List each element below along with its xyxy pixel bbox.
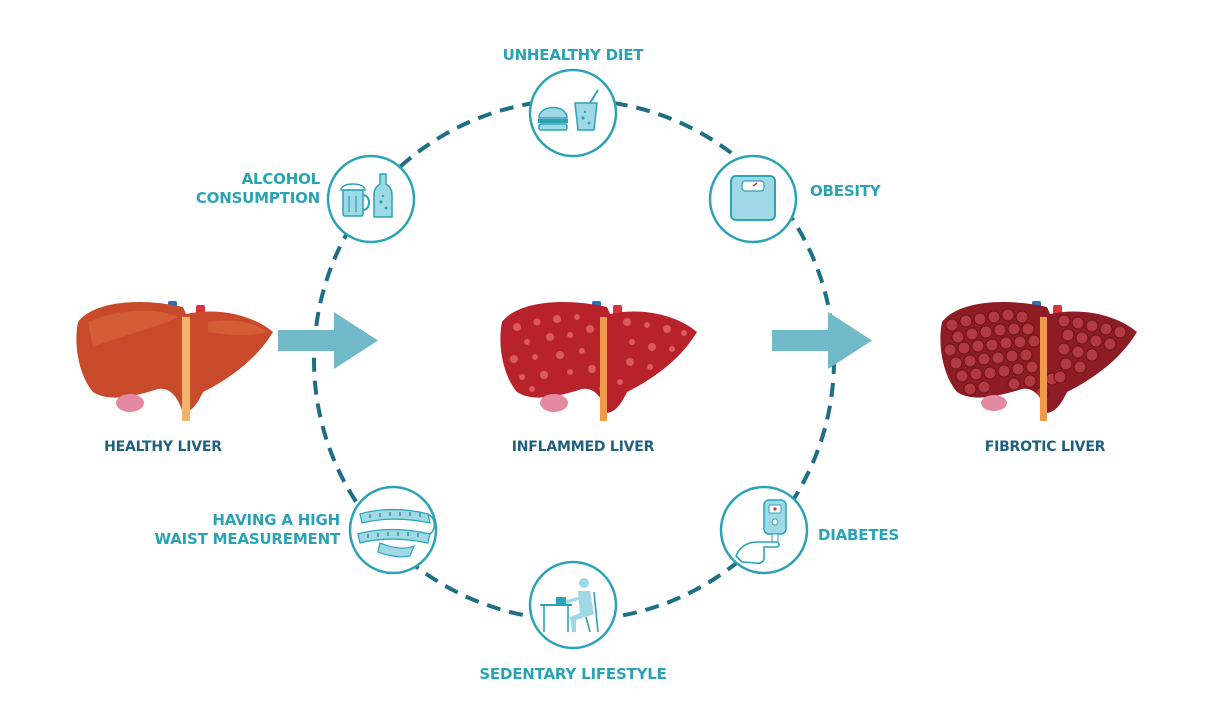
alcohol-consumption-label: ALCOHOL CONSUMPTION xyxy=(160,170,320,208)
measuring-tape-icon xyxy=(357,508,435,558)
sedentary-lifestyle-label: SEDENTARY LIFESTYLE xyxy=(479,665,667,683)
high-waist-measurement-node xyxy=(348,485,438,575)
unhealthy-diet-node xyxy=(528,68,618,158)
alcohol-consumption-node xyxy=(326,154,416,244)
diabetes-node xyxy=(719,485,809,575)
fibrotic-liver-label: FIBROTIC LIVER xyxy=(984,439,1106,455)
weighing-scale-icon xyxy=(730,175,776,221)
diabetes-label: DIABETES xyxy=(818,526,900,544)
healthy-liver-label: HEALTHY LIVER xyxy=(104,439,222,455)
obesity-node xyxy=(708,154,798,244)
healthy-liver-icon xyxy=(76,301,273,421)
glucose-meter-icon xyxy=(735,499,787,565)
alcohol-label-line2: CONSUMPTION xyxy=(195,188,320,207)
high-waist-measurement-label: HAVING A HIGH WAIST MEASUREMENT xyxy=(130,511,341,549)
waist-label-line2: WAIST MEASUREMENT xyxy=(154,529,341,548)
person-at-desk-icon xyxy=(540,578,599,633)
beer-and-bottle-icon xyxy=(340,173,393,218)
waist-label-line1: HAVING A HIGH xyxy=(212,511,340,529)
burger-and-drink-icon xyxy=(538,89,599,131)
obesity-label: OBESITY xyxy=(810,182,881,200)
fibrotic-liver-icon xyxy=(940,301,1137,421)
alcohol-label-line1: ALCOHOL xyxy=(241,170,321,188)
arrow-healthy-to-inflamed-icon xyxy=(278,312,378,369)
inflamed-liver-label: INFLAMMED LIVER xyxy=(511,439,655,455)
inflamed-liver-icon xyxy=(500,301,697,421)
arrow-inflamed-to-fibrotic-icon xyxy=(772,312,872,369)
sedentary-lifestyle-node xyxy=(528,560,618,650)
unhealthy-diet-label: UNHEALTHY DIET xyxy=(502,46,644,64)
